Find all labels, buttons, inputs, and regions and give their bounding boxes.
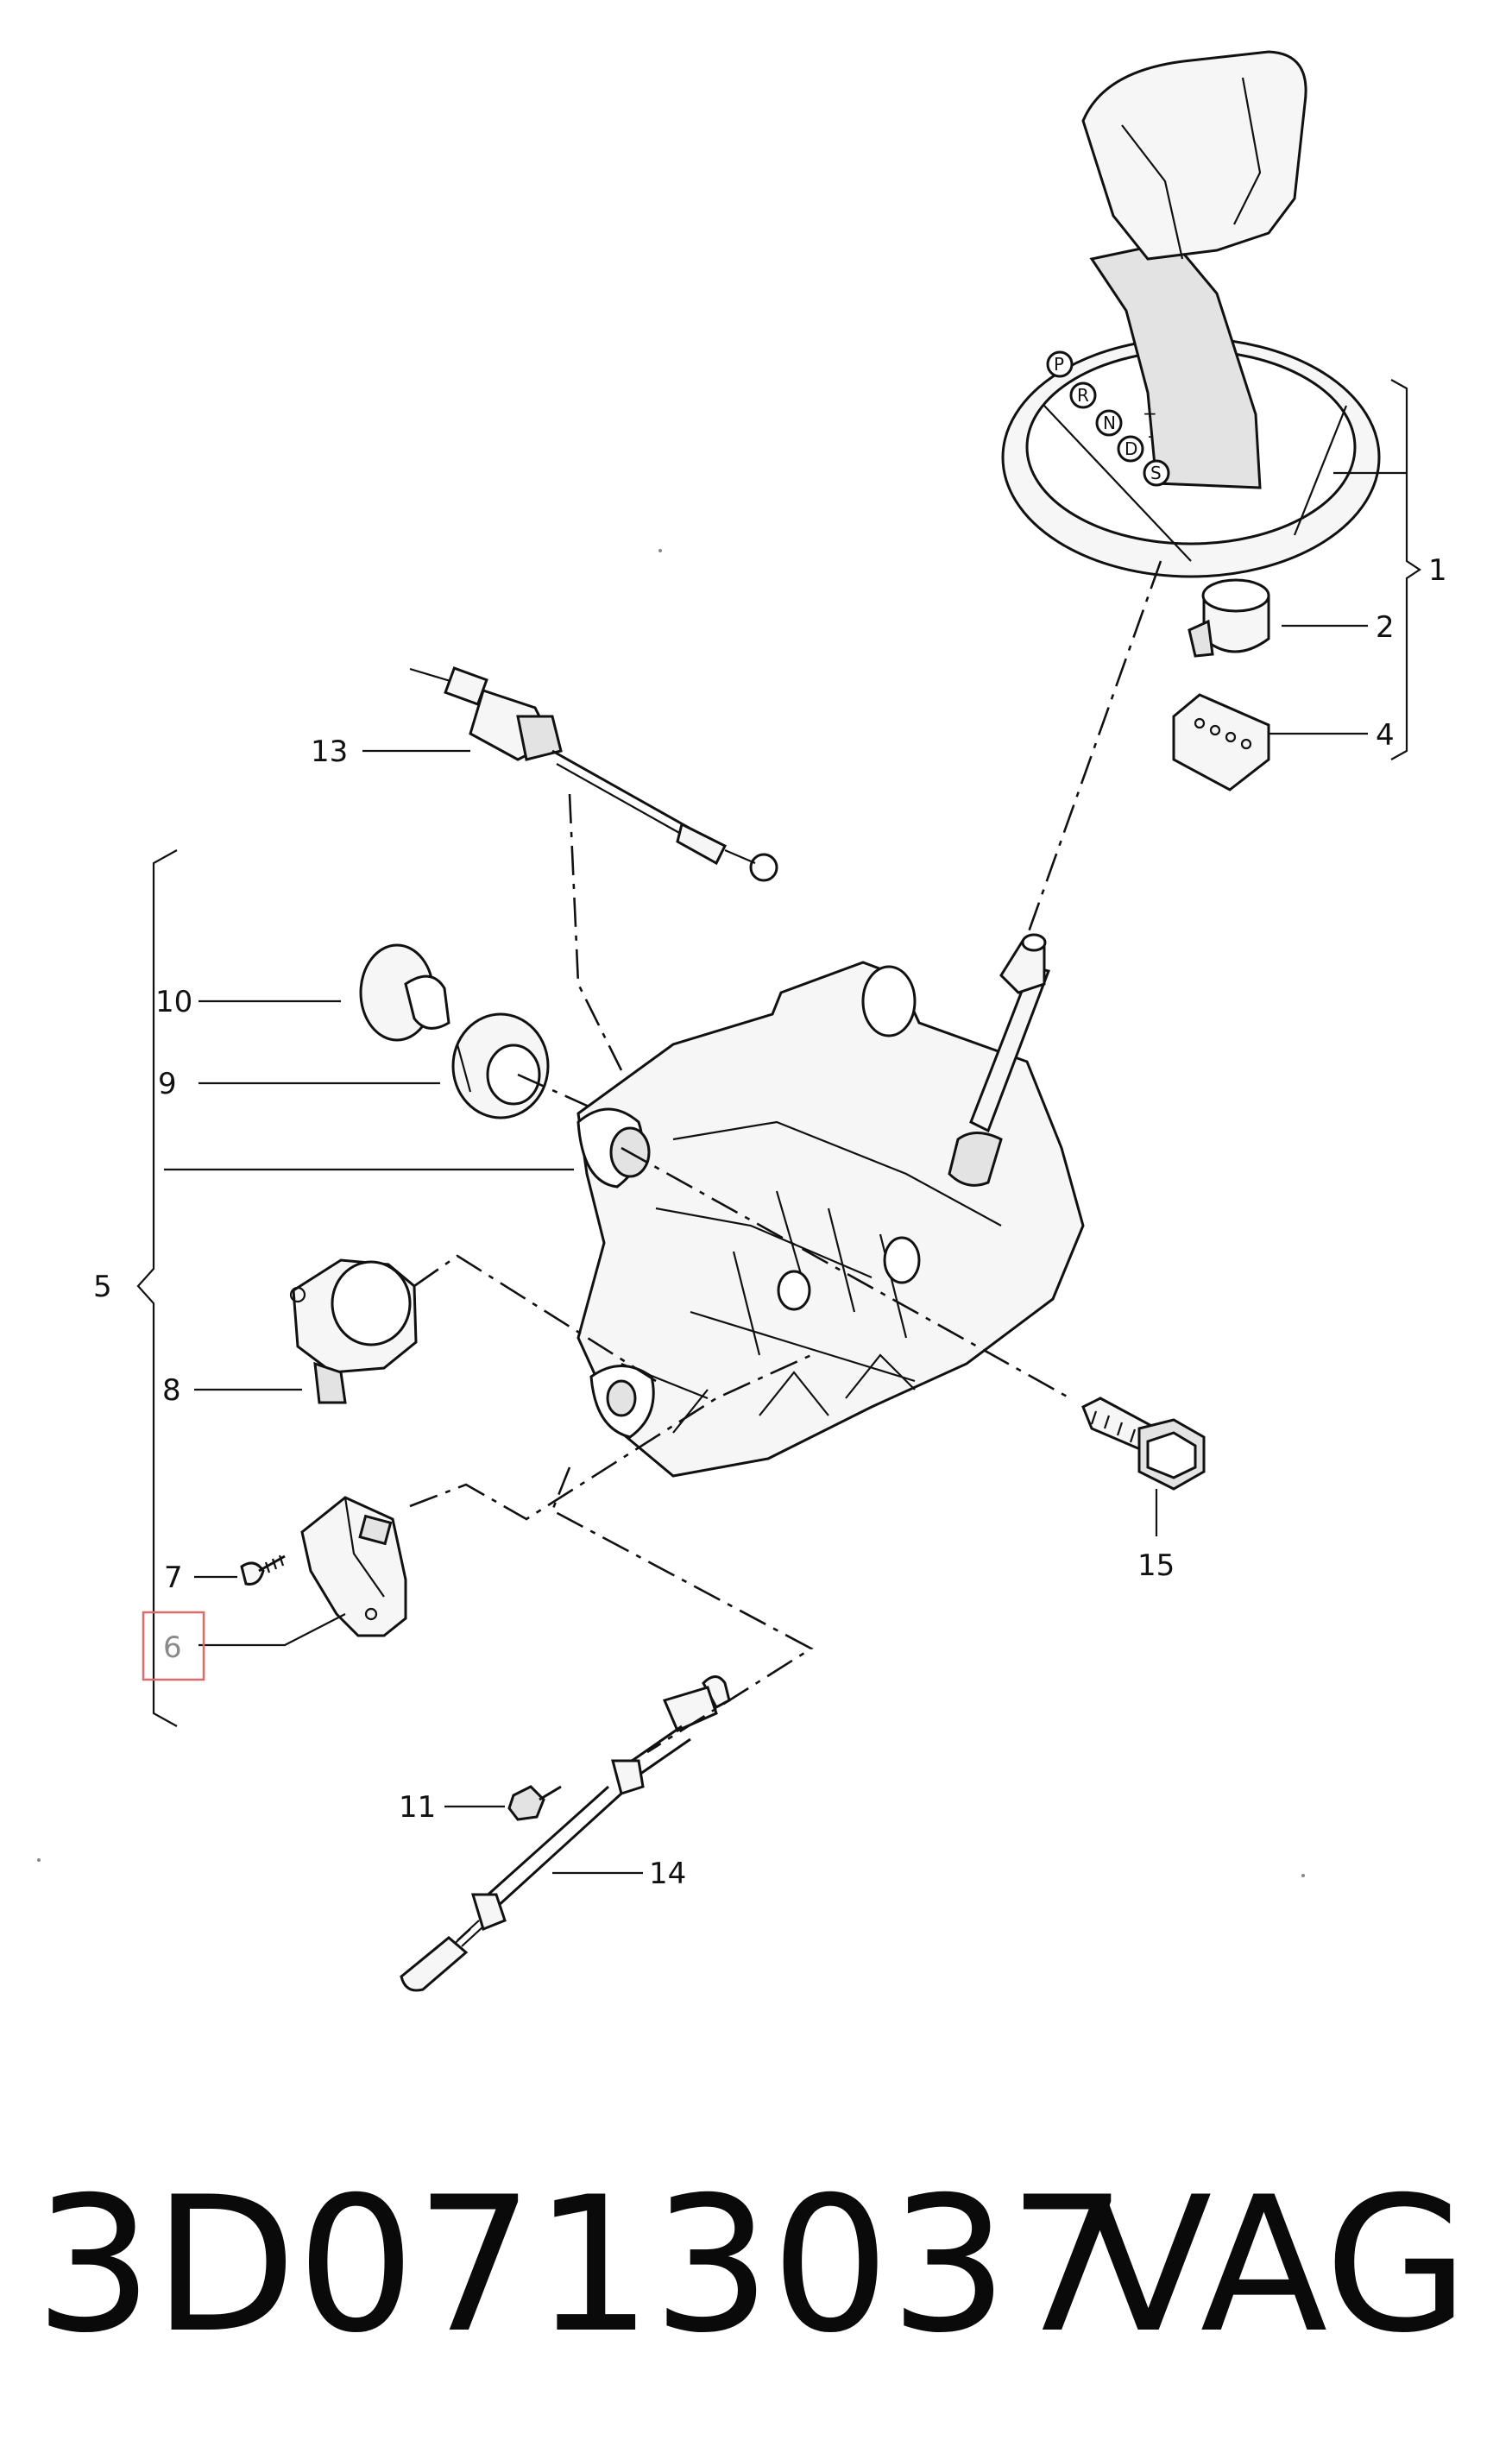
axis-pivot xyxy=(621,1146,1071,1400)
callout-4: 4 xyxy=(1376,718,1395,753)
indicator-cover xyxy=(1172,693,1270,791)
svg-text:P: P xyxy=(1054,354,1064,375)
shift-lever-housing xyxy=(576,933,1085,1478)
screw-small xyxy=(240,1554,286,1586)
leader-6 xyxy=(198,1613,346,1647)
bracket-5 xyxy=(136,849,178,1727)
axis-shifter-to-lever xyxy=(1025,560,1162,937)
cable-holder-bracket xyxy=(300,1496,407,1637)
callout-10: 10 xyxy=(155,985,192,1019)
highlight-box-6 xyxy=(142,1611,205,1681)
axis-bracket xyxy=(409,1353,812,1521)
gear-indicator-labels: P R N D S + - xyxy=(1046,350,1170,487)
speck xyxy=(37,1858,41,1862)
screw-cable xyxy=(507,1785,562,1821)
speck xyxy=(658,549,662,552)
callout-15: 15 xyxy=(1137,1548,1175,1583)
callout-7: 7 xyxy=(164,1561,183,1595)
svg-text:-: - xyxy=(1148,426,1154,446)
svg-text:+: + xyxy=(1143,403,1157,424)
selector-lock-solenoid xyxy=(289,1258,418,1404)
callout-5: 5 xyxy=(93,1270,112,1304)
speck xyxy=(1301,1874,1305,1877)
callout-8: 8 xyxy=(162,1373,181,1408)
bushing xyxy=(451,1012,550,1119)
bracket-1 xyxy=(1390,379,1421,760)
callout-2: 2 xyxy=(1376,610,1395,645)
selector-cable-lower xyxy=(400,1675,731,1992)
clip-ring xyxy=(1188,578,1270,658)
gear-selector-assembly: P R N D S + - xyxy=(1001,50,1381,578)
callout-13: 13 xyxy=(311,735,348,769)
bushing-cap xyxy=(359,943,450,1042)
svg-text:D: D xyxy=(1125,438,1137,459)
callout-11: 11 xyxy=(399,1790,436,1825)
hex-bolt xyxy=(1081,1397,1206,1491)
callout-9: 9 xyxy=(158,1067,177,1101)
brand-label: VAG xyxy=(1084,2157,1469,2374)
selector-cable-upper xyxy=(409,666,778,882)
callout-6: 6 xyxy=(163,1630,182,1665)
axis-cable-lower xyxy=(551,1466,814,1754)
svg-text:S: S xyxy=(1150,463,1162,483)
axis-cable-upper xyxy=(568,793,623,1071)
svg-text:N: N xyxy=(1103,413,1116,433)
axis-solenoid xyxy=(413,1254,657,1383)
part-number: 3D0713037 xyxy=(35,2157,1127,2374)
svg-text:R: R xyxy=(1077,385,1089,406)
callout-1: 1 xyxy=(1428,553,1447,588)
callout-14: 14 xyxy=(649,1857,686,1891)
